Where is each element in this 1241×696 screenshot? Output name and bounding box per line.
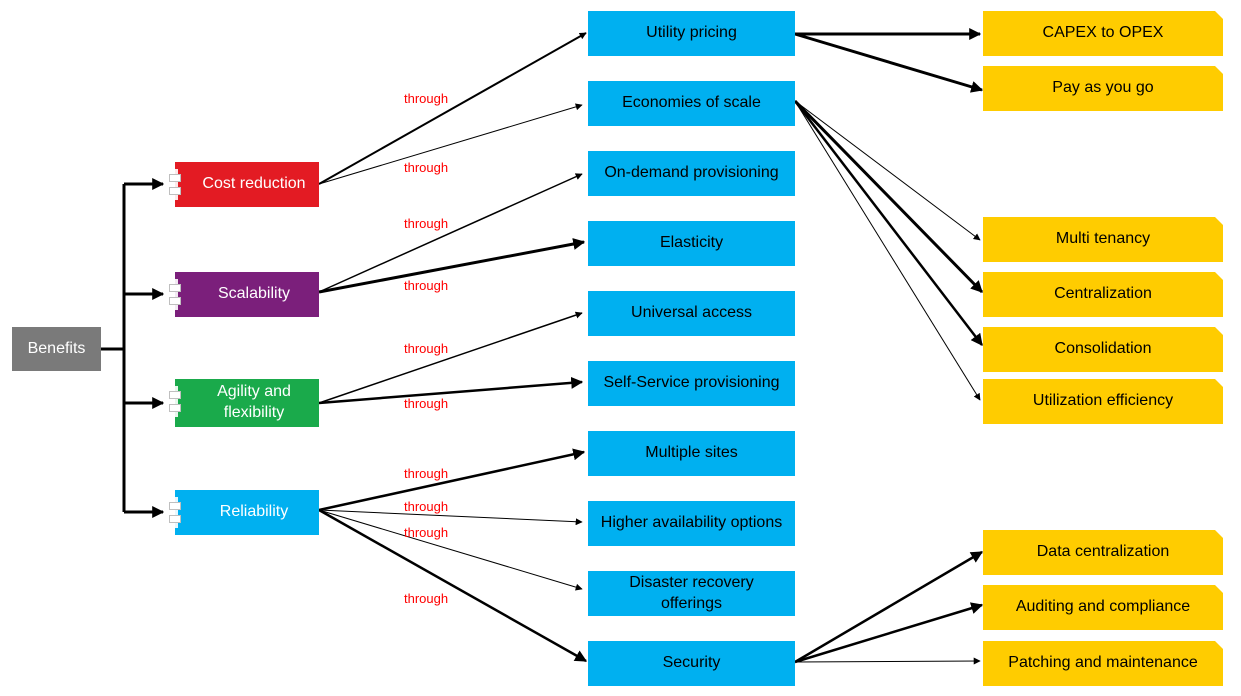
outcome-centralization: Centralization — [983, 272, 1223, 317]
outcome-capex-to-opex: CAPEX to OPEX — [983, 11, 1223, 56]
economies-to-utilization-arrow — [794, 100, 981, 401]
mechanism-disaster-recovery: Disaster recovery offerings — [588, 571, 795, 616]
mechanism-label: Higher availability options — [600, 514, 783, 532]
outcome-consolidation: Consolidation — [983, 327, 1223, 372]
outcome-patching-maintenance: Patching and maintenance — [983, 641, 1223, 686]
mechanism-label: Economies of scale — [622, 94, 761, 112]
economies-to-centralization-arrow — [793, 99, 984, 294]
cost-to-economies-arrow — [318, 103, 583, 185]
agility-to-universal-arrow — [318, 311, 583, 404]
component-tab-icon — [169, 515, 181, 523]
edge-label-through: through — [404, 341, 449, 356]
mechanism-on-demand-provisioning: On-demand provisioning — [588, 151, 795, 196]
component-tab-icon — [169, 297, 181, 305]
outcome-label: Data centralization — [1036, 543, 1170, 561]
outcome-multi-tenancy: Multi tenancy — [983, 217, 1223, 262]
mechanism-label: Elasticity — [659, 234, 724, 252]
mechanism-utility-pricing: Utility pricing — [588, 11, 795, 56]
outcome-label: Multi tenancy — [1055, 230, 1151, 248]
benefits-root-label: Benefits — [27, 339, 86, 357]
outcome-pay-as-you-go: Pay as you go — [983, 66, 1223, 111]
outcome-label: CAPEX to OPEX — [1042, 24, 1164, 42]
component-tab-icon — [169, 284, 181, 292]
outcome-label: Utilization efficiency — [1032, 392, 1174, 410]
outcome-label: Consolidation — [1054, 340, 1152, 358]
component-bar-icon — [175, 497, 178, 528]
component-tab-icon — [169, 404, 181, 412]
component-tab-icon — [169, 174, 181, 182]
benefit-cost-reduction: Cost reduction — [169, 162, 319, 207]
outcome-label: Pay as you go — [1052, 79, 1154, 97]
mechanism-label: Utility pricing — [646, 24, 737, 42]
reliability-to-availability-arrow — [318, 509, 583, 526]
security-to-patching-arrow — [794, 657, 981, 665]
mechanism-security: Security — [588, 641, 795, 686]
economies-to-consolidation-arrow — [794, 100, 983, 346]
edge-label-through: through — [404, 160, 449, 175]
benefit-label: Reliability — [219, 503, 289, 521]
security-to-auditing-arrow — [794, 602, 984, 664]
agility-to-selfservice-arrow — [318, 376, 584, 405]
mechanism-label: Multiple sites — [645, 444, 738, 462]
reliability-to-disaster-arrow — [318, 509, 583, 591]
edge-label-through: through — [404, 396, 449, 411]
benefit-scalability: Scalability — [169, 272, 319, 317]
economies-to-multitenancy-arrow — [794, 100, 981, 241]
benefit-agility-flexibility: Agility and flexibility — [169, 379, 319, 427]
mechanism-label: Security — [662, 654, 721, 672]
outcome-data-centralization: Data centralization — [983, 530, 1223, 575]
edge-label-through: through — [404, 278, 449, 293]
component-bar-icon — [175, 279, 178, 310]
benefit-label: Agility and flexibility — [217, 383, 291, 421]
mechanism-economies-of-scale: Economies of scale — [588, 81, 795, 126]
mechanism-self-service-provisioning: Self-Service provisioning — [588, 361, 795, 406]
component-bar-icon — [175, 169, 178, 200]
cost-to-utility-arrow — [318, 32, 587, 185]
benefit-label: Scalability — [217, 285, 291, 303]
mechanism-label: On-demand provisioning — [604, 164, 779, 182]
outcome-label: Auditing and compliance — [1015, 598, 1191, 616]
reliability-to-security-arrow — [318, 508, 588, 663]
scalability-to-elasticity-arrow — [318, 238, 586, 294]
mechanism-higher-availability: Higher availability options — [588, 501, 795, 546]
edge-label-through: through — [404, 525, 449, 540]
component-tab-icon — [169, 502, 181, 510]
outcome-utilization-efficiency: Utilization efficiency — [983, 379, 1223, 424]
component-tab-icon — [169, 187, 181, 195]
reliability-to-multisites-arrow — [318, 448, 586, 512]
edge-label-through: through — [404, 499, 449, 514]
mechanism-universal-access: Universal access — [588, 291, 795, 336]
outcome-label: Patching and maintenance — [1008, 654, 1198, 672]
outcome-label: Centralization — [1054, 285, 1152, 303]
security-to-datacentral-arrow — [794, 550, 984, 664]
component-bar-icon — [175, 386, 178, 417]
outcome-auditing-compliance: Auditing and compliance — [983, 585, 1223, 630]
edge-label-through: through — [404, 591, 449, 606]
edge-label-through: through — [404, 91, 449, 106]
benefits-root-node: Benefits — [12, 327, 101, 371]
edge-label-through: through — [404, 216, 449, 231]
mechanism-multiple-sites: Multiple sites — [588, 431, 795, 476]
edge-label-through: through — [404, 466, 449, 481]
mechanism-label: Self-Service provisioning — [603, 374, 780, 392]
component-tab-icon — [169, 391, 181, 399]
benefit-label: Cost reduction — [202, 175, 306, 193]
mechanism-label: Disaster recovery offerings — [629, 573, 754, 612]
mechanism-elasticity: Elasticity — [588, 221, 795, 266]
mechanism-label: Universal access — [631, 304, 752, 322]
scalability-to-ondemand-arrow — [318, 173, 583, 293]
benefit-reliability: Reliability — [169, 490, 319, 535]
utility-to-payg-arrow — [794, 32, 984, 93]
